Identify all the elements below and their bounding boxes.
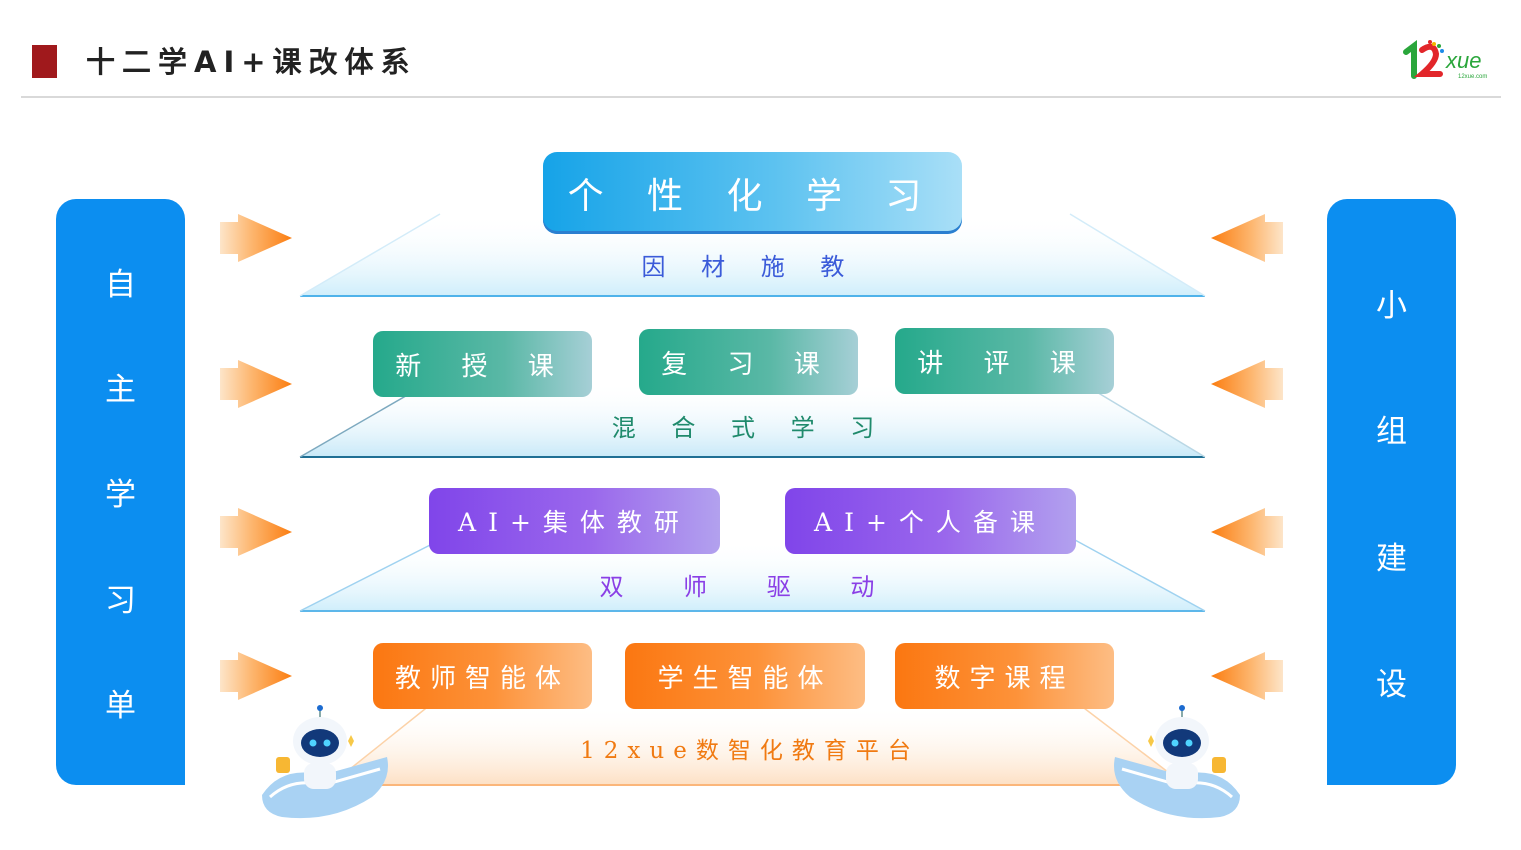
right-sidebar-char: 小: [1376, 288, 1407, 325]
left-sidebar-char: 自: [105, 267, 136, 304]
arrow-right-icon: [220, 652, 292, 700]
page-title: 十二学AI+课改体系: [86, 45, 417, 79]
title-accent-bar: [32, 45, 57, 78]
layer-caption-2: 混 合 式 学 习: [611, 414, 889, 442]
right-sidebar-char: 建: [1376, 540, 1407, 577]
right-sidebar-group-building: 小 组 建 设: [1327, 199, 1456, 785]
12xue-logo: xue 12xue.com: [1403, 40, 1487, 80]
arrow-left-icon: [1211, 508, 1283, 556]
left-sidebar-char: 单: [105, 687, 136, 724]
digital-course-box: 数字课程: [895, 643, 1114, 709]
arrow-left-icon: [1211, 360, 1283, 408]
layer-platform-4: [329, 704, 1186, 786]
arrow-right-icon: [220, 214, 292, 262]
layer-caption-4: 12xue数智化教育平台: [580, 738, 920, 764]
arrow-right-icon: [220, 508, 292, 556]
left-sidebar-char: 学: [105, 477, 136, 514]
svg-text:12xue.com: 12xue.com: [1458, 74, 1487, 80]
personalized-learning-box: 个 性 化 学 习: [543, 152, 962, 234]
arrow-left-icon: [1211, 652, 1283, 700]
teacher-agent-box: 教师智能体: [373, 643, 592, 709]
layer-platform-3: [299, 539, 1206, 612]
header-divider: [21, 96, 1501, 98]
student-agent-box: 学生智能体: [625, 643, 865, 709]
left-sidebar-char: 主: [105, 372, 136, 409]
left-sidebar-char: 习: [105, 582, 136, 619]
svg-text:xue: xue: [1445, 48, 1481, 73]
right-sidebar-char: 设: [1376, 666, 1407, 703]
ai-group-research-box: AI+集体教研: [429, 488, 720, 554]
arrow-left-icon: [1211, 214, 1283, 262]
right-sidebar-char: 组: [1376, 414, 1407, 451]
layer-platform-2: [299, 381, 1206, 458]
ai-personal-prep-box: AI+个人备课: [785, 488, 1076, 554]
robot-mascot-icon: [1114, 705, 1240, 819]
layer-caption-1: 因 材 施 教: [641, 253, 859, 281]
feedback-lesson-box: 讲 评 课: [895, 328, 1114, 394]
arrow-right-icon: [220, 360, 292, 408]
layer-platform-1: [299, 213, 1206, 297]
new-lesson-box: 新 授 课: [373, 331, 592, 397]
robot-mascot-icon: [262, 705, 388, 819]
left-sidebar-self-study: 自 主 学 习 单: [56, 199, 185, 785]
review-lesson-box: 复 习 课: [639, 329, 858, 395]
layer-caption-3: 双 师 驱 动: [599, 573, 901, 601]
